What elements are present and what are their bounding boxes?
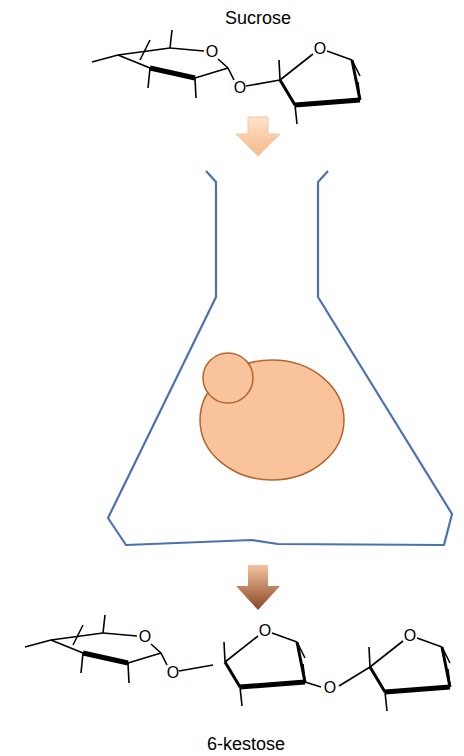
compound-name: 6-kestose — [207, 735, 285, 753]
oxygen-atom: O — [259, 623, 271, 639]
oxygen-atom: O — [167, 665, 179, 681]
flask — [108, 171, 452, 545]
pyranose-ring — [25, 615, 213, 683]
glycosidic-bond — [339, 667, 370, 686]
oxygen-atom: O — [234, 80, 246, 96]
furanose-ring — [279, 51, 360, 124]
pyranose-ring — [92, 30, 280, 98]
compound-name: Sucrose — [225, 9, 291, 27]
furanose-ring — [369, 638, 450, 711]
oxygen-atom: O — [404, 628, 416, 644]
process-arrow — [236, 565, 280, 610]
furanose-ring — [224, 633, 305, 706]
process-arrow — [236, 117, 280, 156]
yeast-bud — [203, 353, 253, 403]
oxygen-atom: O — [139, 629, 151, 645]
oxygen-atom: O — [206, 44, 218, 60]
oxygen-atom: O — [314, 41, 326, 57]
oxygen-atom: O — [324, 680, 336, 696]
glycosidic-bond — [305, 682, 321, 687]
